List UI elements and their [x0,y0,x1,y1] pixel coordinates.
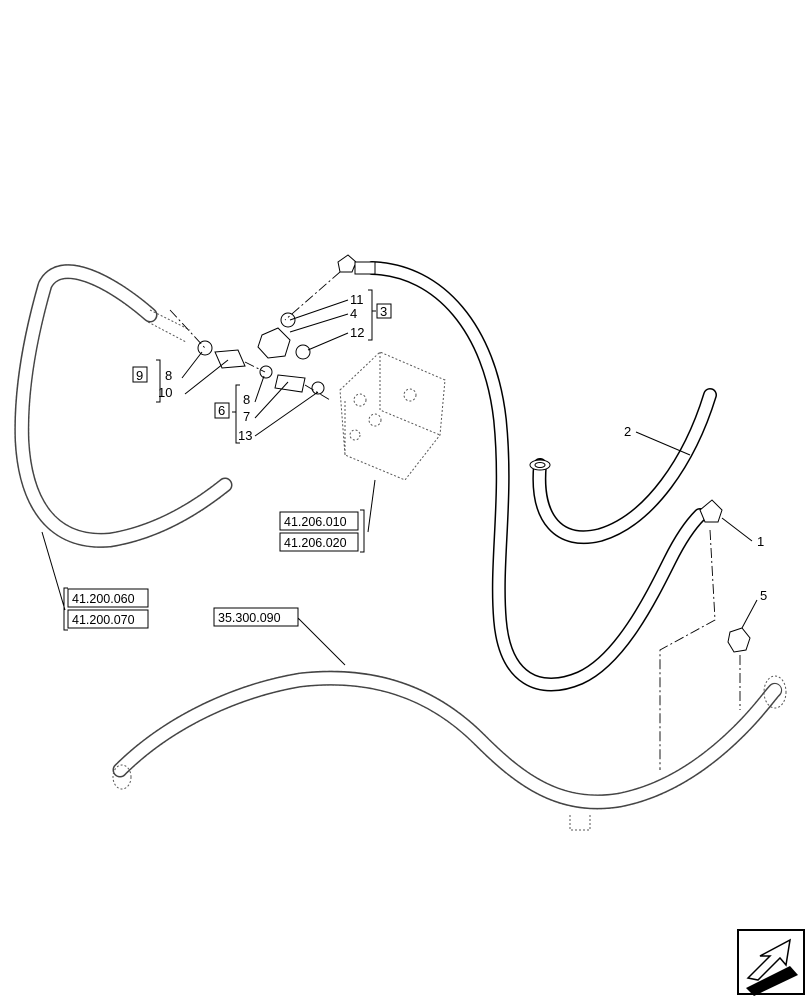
callout-10: 10 [158,385,172,400]
callout-11: 11 [350,292,364,307]
ref-box-41-206-010[interactable] [279,511,359,531]
callout-9: 9 [136,368,143,383]
callout-7: 7 [243,409,250,424]
group-brackets [63,289,376,631]
callout-2: 2 [624,424,631,439]
ref-41-200-070[interactable]: 41.200.070 [72,613,135,627]
leader-lines [41,299,758,666]
callout-labels: 11 4 12 3 9 8 10 6 8 7 13 2 1 5 [132,292,767,603]
ref-box-41-200-070[interactable] [67,609,149,629]
fittings [197,254,751,653]
long-hose [365,261,707,692]
callout-13: 13 [238,428,252,443]
ghost-hose-left [14,264,233,548]
callout-5: 5 [760,588,767,603]
callout-8a: 8 [165,368,172,383]
callout-1: 1 [757,534,764,549]
ghost-valve-block [339,351,446,481]
ghost-pipe-bottom [112,670,787,831]
ref-box-41-200-060[interactable] [67,588,149,608]
callout-3: 3 [380,304,387,319]
callout-8b: 8 [243,392,250,407]
ref-box-41-206-020[interactable] [279,532,359,552]
ref-box-35-300-090[interactable] [213,607,299,627]
alignment-lines [169,271,741,770]
ref-41-206-010[interactable]: 41.206.010 [284,515,347,529]
callout-6: 6 [218,403,225,418]
callout-4: 4 [350,306,357,321]
hose-2 [529,388,717,545]
ref-41-206-020[interactable]: 41.206.020 [284,536,347,550]
reference-boxes: 41.206.010 41.206.020 41.200.060 41.200.… [67,511,359,629]
ref-35-300-090[interactable]: 35.300.090 [218,611,281,625]
previous-page-arrow-icon[interactable] [737,929,805,996]
callout-12: 12 [350,325,364,340]
ref-41-200-060[interactable]: 41.200.060 [72,592,135,606]
